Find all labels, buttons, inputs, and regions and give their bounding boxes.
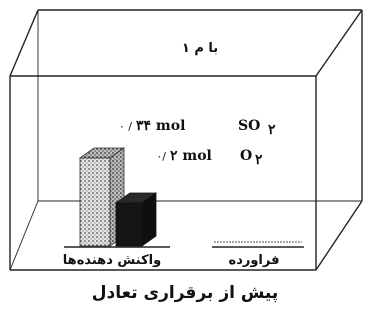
- legend-formula-so2: SO: [238, 118, 260, 134]
- legend-row-so2: ۰ / ۳۴ mol SO ۲: [119, 118, 276, 138]
- legend-subscript-so2: ۲: [268, 122, 276, 138]
- legend-formula-o2: O: [240, 148, 252, 164]
- reactants-label: واکنش دهنده‌ها: [63, 253, 161, 268]
- legend-subscript-o2: ۲: [255, 152, 263, 168]
- container-label: با م ۱: [182, 41, 218, 56]
- legend-amount-so2: ۳۴ mol: [136, 118, 185, 134]
- legend-marker-o2: ۰/: [156, 150, 166, 163]
- legend-marker-so2: ۰ /: [119, 120, 132, 133]
- reactant-block-o2: [116, 193, 156, 246]
- diagram-caption: پیش از برقراری تعادل: [0, 283, 370, 303]
- legend-amount-o2: ۲ mol: [170, 148, 212, 164]
- products-label: فراورده: [229, 253, 280, 268]
- legend-row-o2: ۰/ ۲ mol O ۲: [156, 148, 263, 168]
